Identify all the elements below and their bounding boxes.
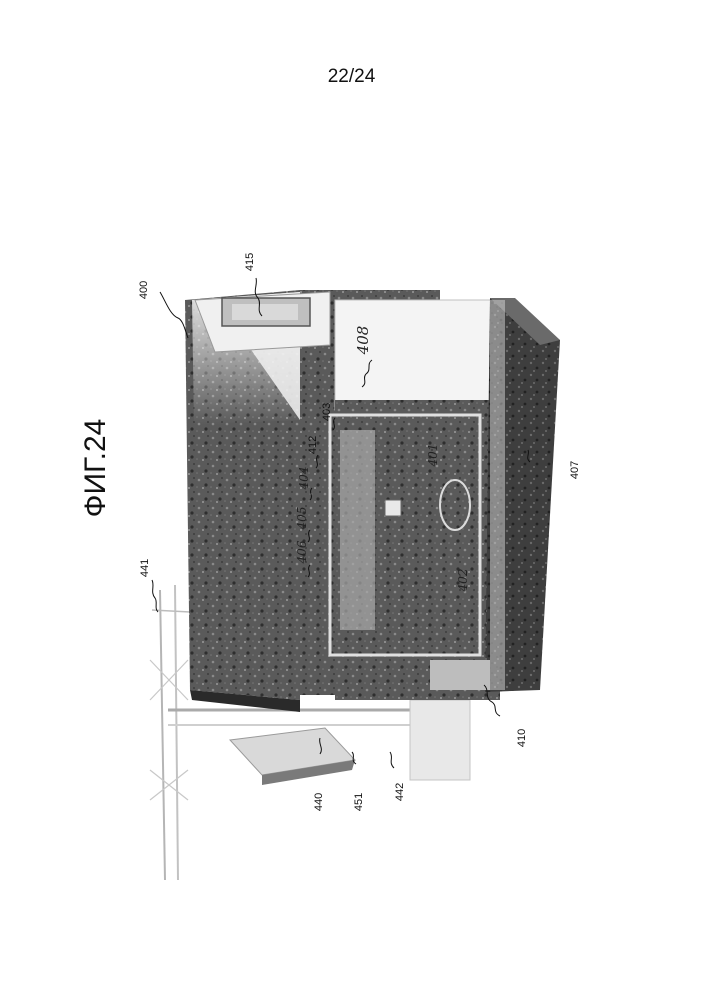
- label-405: 405: [295, 507, 309, 531]
- base-cylinder: [410, 700, 470, 780]
- label-441: 441: [139, 559, 151, 577]
- label-406: 406: [295, 540, 309, 564]
- label-408: 408: [354, 326, 372, 356]
- label-407: 407: [569, 461, 581, 479]
- label-451: 451: [353, 793, 365, 811]
- door-compartment: [330, 300, 500, 700]
- label-403: 403: [321, 403, 333, 421]
- label-412: 412: [307, 436, 319, 454]
- label-404: 404: [297, 467, 311, 491]
- label-402: 402: [456, 569, 470, 593]
- label-400: 400: [138, 281, 150, 299]
- side-door-407: [485, 298, 560, 692]
- label-440: 440: [313, 793, 325, 811]
- base-strip: [430, 660, 490, 690]
- label-401: 401: [426, 444, 440, 468]
- label-442: 442: [394, 783, 406, 801]
- label-415: 415: [244, 253, 256, 271]
- label-410: 410: [516, 729, 528, 747]
